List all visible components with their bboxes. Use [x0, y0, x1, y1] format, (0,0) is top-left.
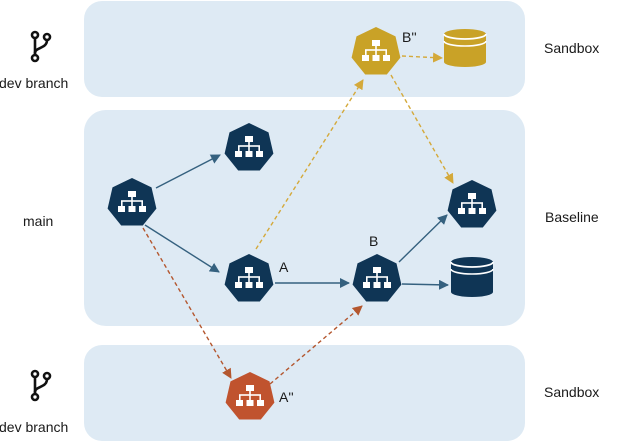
arrow-main-to-a-double-prime: [142, 227, 232, 379]
lane-top-sandbox: [84, 1, 525, 97]
git-branch-icon: [30, 369, 52, 402]
branch-label-bottom: dev branch: [0, 419, 68, 435]
arrow-b-to-baseline-node: [398, 214, 448, 263]
node-label-a: A: [279, 259, 289, 275]
lane-label-baseline: Baseline: [545, 209, 599, 225]
database-icon: [443, 29, 487, 67]
lane-bottom-sandbox: [84, 345, 525, 441]
node-label-a-double-prime: A'': [279, 389, 294, 405]
node-label-b: B: [369, 233, 378, 249]
arrow-a-to-b-double-prime: [255, 79, 364, 250]
branch-label-main: main: [23, 213, 53, 229]
branch-label-top: dev branch: [0, 75, 68, 91]
lane-label-bottom-sandbox: Sandbox: [544, 384, 599, 400]
arrow-main-to-a: [144, 224, 220, 273]
database-icon: [450, 257, 494, 297]
arrow-main-to-top-node: [155, 154, 221, 189]
arrow-a-double-prime-to-b: [269, 305, 363, 385]
lane-label-top-sandbox: Sandbox: [544, 40, 599, 56]
node-label-b-double-prime: B'': [402, 29, 417, 45]
lane-baseline: [84, 110, 525, 326]
arrow-b-to-db: [401, 279, 449, 290]
git-branch-icon: [30, 30, 52, 63]
